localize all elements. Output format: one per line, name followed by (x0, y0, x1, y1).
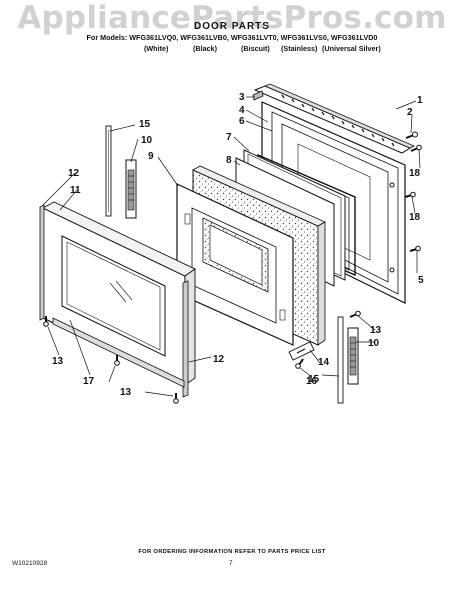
callout-12: 12 (68, 168, 80, 179)
part-17-bottom-trim (52, 317, 185, 388)
part-18-screw-top (410, 144, 422, 152)
part-2-screw (405, 131, 418, 139)
color-stainless: (Stainless) (281, 44, 318, 53)
color-universal-silver: (Universal Silver) (322, 44, 381, 53)
callout-1: 1 (417, 95, 423, 106)
part-5-screw (409, 245, 421, 252)
callout-17: 17 (83, 376, 95, 387)
callout-18-mid: 18 (409, 212, 421, 223)
page-number: 7 (229, 560, 233, 567)
callout-3: 3 (239, 92, 245, 103)
callout-10-right: 10 (368, 338, 380, 349)
callout-5: 5 (418, 275, 424, 286)
callout-15: 15 (139, 119, 151, 130)
part-13-screw-bottom-a (114, 355, 120, 366)
callout-15-right: 15 (308, 374, 320, 385)
callout-13-bottom: 13 (120, 387, 132, 398)
callout-18-top: 18 (409, 168, 421, 179)
part-12-side-trim-right (182, 280, 189, 398)
color-black: (Black) (193, 44, 217, 53)
part-13-screw-left (43, 316, 49, 327)
part-1-door-trim (253, 83, 415, 154)
model-list: For Models: WFG361LVQ0, WFG361LVB0, WFG3… (86, 33, 378, 42)
callout-12-bottom: 12 (213, 354, 225, 365)
callout-13: 13 (52, 356, 64, 367)
part-13-screw-bottom-b (173, 393, 179, 404)
document-id: W10210928 (12, 560, 48, 567)
part-15-hinge-left (105, 125, 112, 217)
part-14-door-stop (288, 341, 315, 361)
page-title: DOOR PARTS (194, 21, 270, 32)
part-15-hinge-right (337, 316, 344, 404)
callout-8: 8 (226, 155, 232, 166)
callout-16: 16 (306, 376, 318, 387)
callout-11: 11 (70, 185, 81, 196)
part-3-top-channel (252, 90, 264, 101)
part-16-screw (295, 358, 304, 369)
leader-lines (42, 96, 421, 397)
part-12-side-trim-left (39, 204, 45, 321)
callout-7: 7 (226, 132, 232, 143)
callout-2: 2 (407, 107, 413, 118)
callout-10: 10 (141, 135, 153, 146)
part-9-door-liner (176, 183, 294, 346)
part-18-screw-mid (404, 191, 416, 198)
part-10-hinge-receiver-right (347, 327, 359, 385)
color-biscuit: (Biscuit) (241, 44, 270, 53)
callout-13-right: 13 (370, 325, 382, 336)
callout-14: 14 (318, 357, 330, 368)
part-13-screw-right (349, 310, 361, 318)
callout-labels: 1 2 3 4 5 6 7 8 9 10 11 12 13 14 15 16 1… (52, 92, 424, 398)
part-10-hinge-receiver-left (125, 159, 137, 219)
callout-6: 6 (239, 116, 245, 127)
color-white: (White) (144, 44, 169, 53)
part-11-outer-door (42, 201, 196, 386)
callout-9: 9 (148, 151, 154, 162)
ordering-note: FOR ORDERING INFORMATION REFER TO PARTS … (138, 549, 326, 555)
callout-4: 4 (239, 105, 245, 116)
